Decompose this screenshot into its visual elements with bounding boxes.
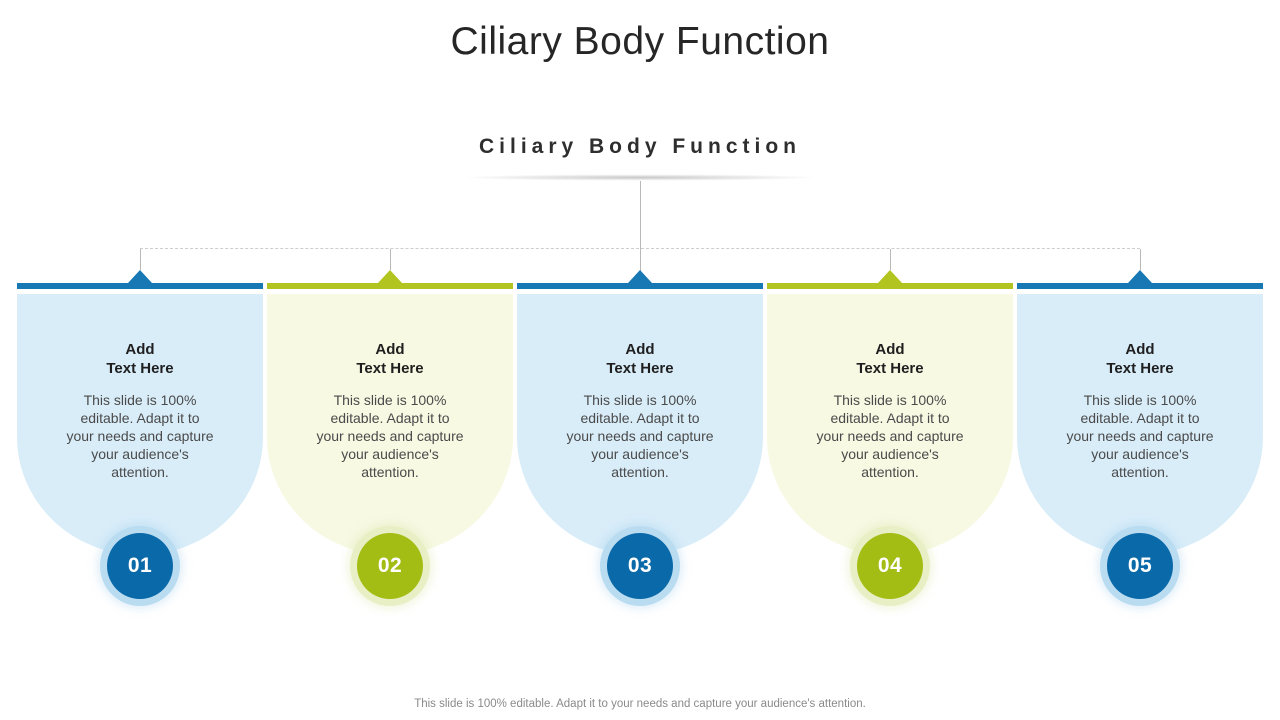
step-top-bar — [17, 283, 263, 289]
step-number-badge: 04 — [857, 533, 923, 599]
arrow-up-icon — [628, 270, 652, 283]
step-body: This slide is 100% editable. Adapt it to… — [1066, 392, 1214, 480]
step-heading-line1: Add — [625, 341, 655, 358]
slide-title: Ciliary Body Function — [450, 20, 830, 63]
step-top-bar — [767, 283, 1013, 289]
step-top-bar — [517, 283, 763, 289]
step-body: This slide is 100% editable. Adapt it to… — [66, 392, 214, 480]
step-heading-line2: Text Here — [856, 360, 924, 377]
step-top-bar — [1017, 283, 1263, 289]
center-connector-line — [640, 181, 641, 271]
step-heading-line1: Add — [1125, 341, 1155, 358]
dashed-connector-line — [140, 248, 1140, 249]
connector-drop-line — [890, 249, 891, 270]
step-body: This slide is 100% editable. Adapt it to… — [816, 392, 964, 480]
step-heading-line1: Add — [875, 341, 905, 358]
step-number-badge: 01 — [107, 533, 173, 599]
connector-drop-line — [1140, 249, 1141, 270]
step-heading-line2: Text Here — [606, 360, 674, 377]
footer-note: This slide is 100% editable. Adapt it to… — [414, 698, 866, 710]
step-heading-line1: Add — [125, 341, 155, 358]
connector-drop-line — [390, 249, 391, 270]
step-heading-line2: Text Here — [1106, 360, 1174, 377]
step-top-bar — [267, 283, 513, 289]
step-heading-line1: Add — [375, 341, 405, 358]
arrow-up-icon — [128, 270, 152, 283]
title-divider-shadow — [390, 173, 890, 182]
step-number-badge: 03 — [607, 533, 673, 599]
step-number-badge: 05 — [1107, 533, 1173, 599]
step-heading-line2: Text Here — [356, 360, 424, 377]
connector-drop-line — [140, 249, 141, 270]
arrow-up-icon — [878, 270, 902, 283]
arrow-up-icon — [1128, 270, 1152, 283]
step-heading-line2: Text Here — [106, 360, 174, 377]
section-title: Ciliary Body Function — [478, 135, 801, 158]
arrow-up-icon — [378, 270, 402, 283]
step-body: This slide is 100% editable. Adapt it to… — [566, 392, 714, 480]
step-number-badge: 02 — [357, 533, 423, 599]
step-body: This slide is 100% editable. Adapt it to… — [316, 392, 464, 480]
